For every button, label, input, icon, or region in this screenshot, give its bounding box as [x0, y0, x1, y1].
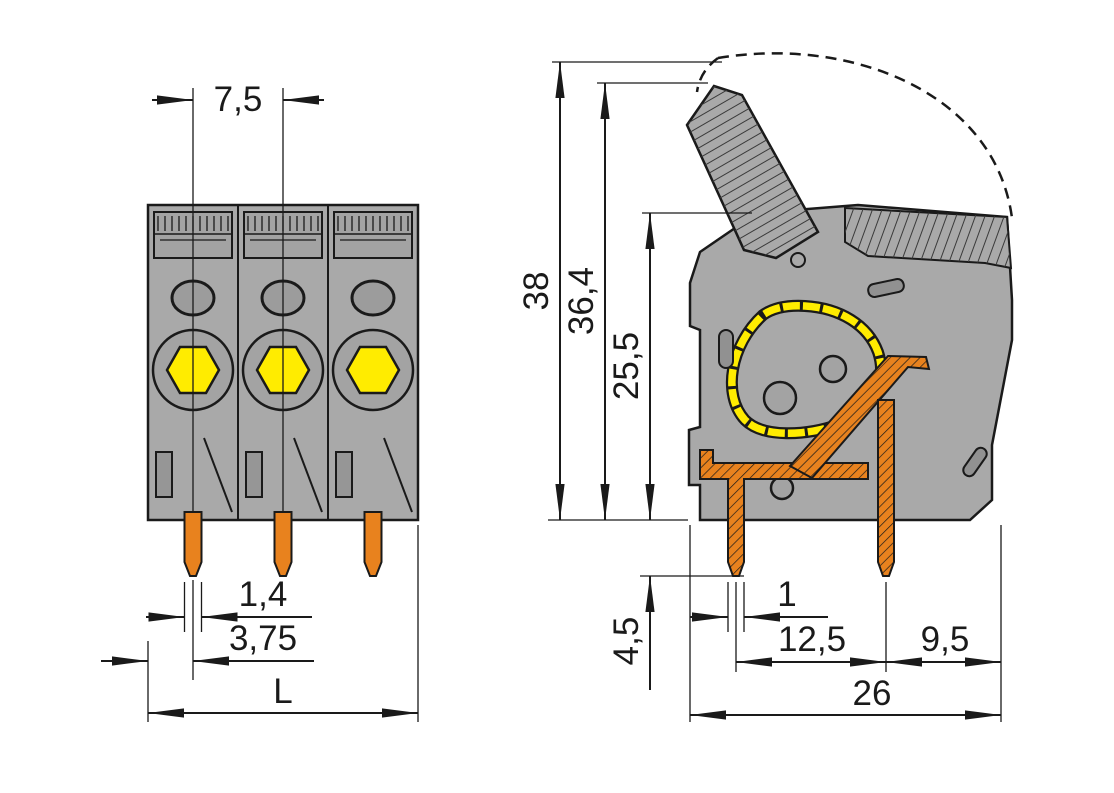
lever-open-outline — [695, 56, 719, 93]
dim-label-total-depth: 26 — [853, 674, 892, 713]
dim-label-pin-offset: 3,75 — [229, 619, 297, 658]
body-slot — [962, 446, 988, 478]
dim-label-lever-height: 36,4 — [562, 267, 601, 335]
front-view: 7,5 1,4 3,75 L — [101, 80, 420, 722]
lever-pivot — [790, 252, 806, 268]
dim-label-pin-thickness: 1 — [777, 575, 796, 614]
dim-label-pin-length: 4,5 — [607, 617, 646, 666]
dim-label-total-height: 38 — [517, 272, 556, 311]
terminal-module — [331, 211, 415, 513]
lever-open-outline — [717, 52, 1014, 219]
dim-label-pin-spacing: 12,5 — [778, 620, 846, 659]
body-slot — [718, 329, 734, 369]
body-slot — [867, 278, 905, 298]
solder-pin — [363, 511, 383, 577]
body-hole — [769, 475, 795, 501]
dim-label-pin-width: 1,4 — [239, 575, 288, 614]
side-view: 38 36,4 25,5 4,5 1 12,5 9,5 26 — [517, 52, 1014, 722]
body-hole — [818, 354, 848, 384]
solder-pin — [183, 511, 203, 577]
body-hole — [762, 380, 798, 416]
wire-entry-opening — [350, 279, 396, 317]
dim-label-body-height: 25,5 — [607, 332, 646, 400]
operating-hex — [345, 345, 401, 395]
dim-label-back-depth: 9,5 — [921, 620, 970, 659]
dim-label-length: L — [273, 672, 292, 711]
dim-label-pitch: 7,5 — [214, 80, 263, 119]
solder-pin — [273, 511, 293, 577]
busbar — [699, 354, 931, 577]
